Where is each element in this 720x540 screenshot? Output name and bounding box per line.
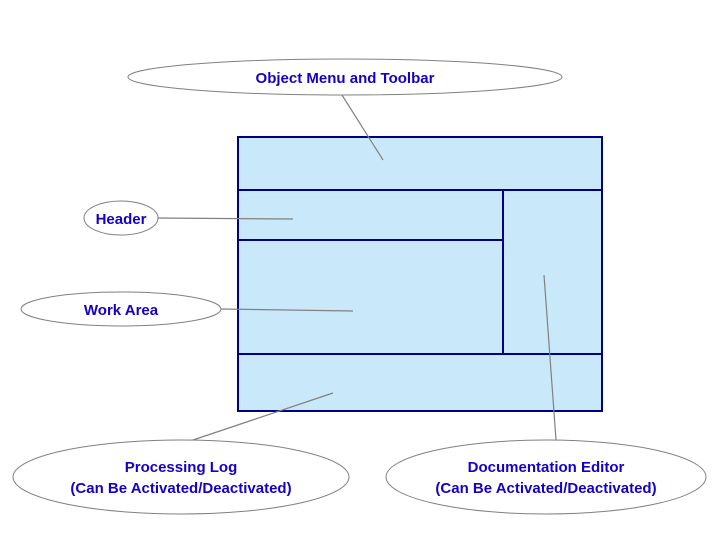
connector-work-area [220,308,354,312]
callout-object-menu-toolbar-shape [127,58,563,96]
callout-work-area-shape [20,291,222,327]
callout-header[interactable]: Header [83,200,159,236]
callout-header-label: Header [96,211,147,228]
connector-header [156,217,294,220]
callout-work-area-label: Work Area [84,302,159,319]
callout-processing-log-shape [12,439,350,515]
connector-processing-log [189,392,334,442]
callout-processing-log-label-line1: Processing Log [125,459,238,476]
connector-documentation-editor [543,274,557,441]
callout-documentation-editor-shape [385,439,707,515]
callout-processing-log[interactable]: Processing Log (Can Be Activated/Deactiv… [12,439,350,515]
callout-processing-log-label-line2: (Can Be Activated/Deactivated) [70,480,291,497]
callout-header-shape [83,200,159,236]
callout-object-menu-toolbar-label: Object Menu and Toolbar [256,70,435,87]
callout-documentation-editor-label-line1: Documentation Editor [468,459,625,476]
window-border [237,136,603,412]
callout-object-menu-toolbar[interactable]: Object Menu and Toolbar [127,58,563,96]
callout-documentation-editor-label-line2: (Can Be Activated/Deactivated) [435,480,656,497]
connector-lines [156,94,557,442]
connector-object-menu-toolbar [341,94,384,161]
callout-documentation-editor[interactable]: Documentation Editor (Can Be Activated/D… [385,439,707,515]
callout-work-area[interactable]: Work Area [20,291,222,327]
window-background [238,137,602,411]
application-window-mockup [237,136,603,412]
